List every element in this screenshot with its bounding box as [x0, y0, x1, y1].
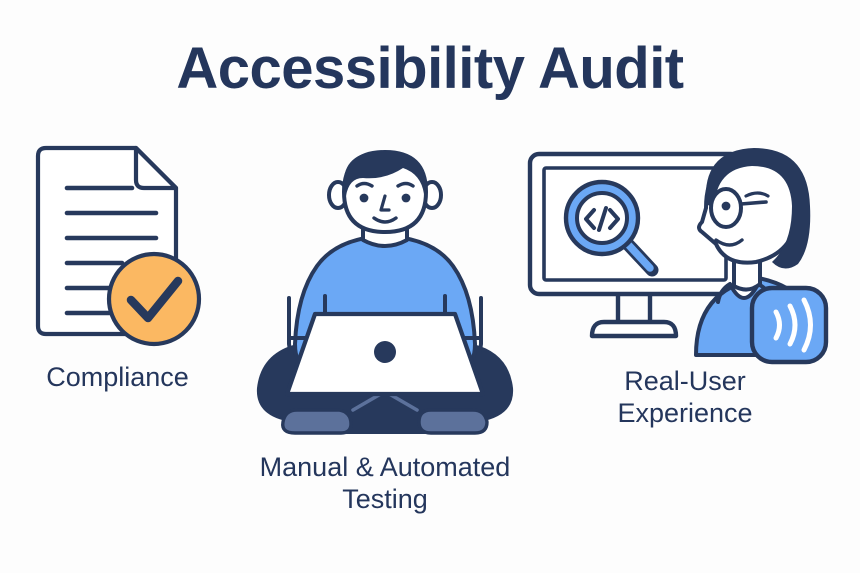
code-symbol-icon [584, 206, 620, 232]
person-with-laptop-icon [245, 148, 525, 435]
monitor-user-screenreader-icon [520, 140, 850, 365]
page-title: Accessibility Audit [176, 36, 684, 101]
document-check-icon [10, 140, 225, 347]
laptop [284, 294, 486, 397]
document-text-lines [64, 185, 159, 316]
check-badge-icon [106, 251, 202, 347]
column-compliance-label: Compliance [46, 362, 189, 392]
folded-corner-icon [133, 145, 179, 191]
column-testing-label: Manual & Automated Testing [259, 452, 511, 515]
person-hair [343, 150, 427, 196]
screen-reader-badge-icon [749, 285, 829, 365]
person-face [355, 181, 415, 224]
shoes [281, 408, 489, 435]
glasses-icon [709, 187, 768, 229]
column-realuser: Real-User Experience [520, 140, 850, 430]
column-compliance: Compliance [10, 140, 225, 393]
column-testing: Manual & Automated Testing [245, 148, 525, 516]
column-realuser-label: Real-User Experience [617, 366, 753, 429]
